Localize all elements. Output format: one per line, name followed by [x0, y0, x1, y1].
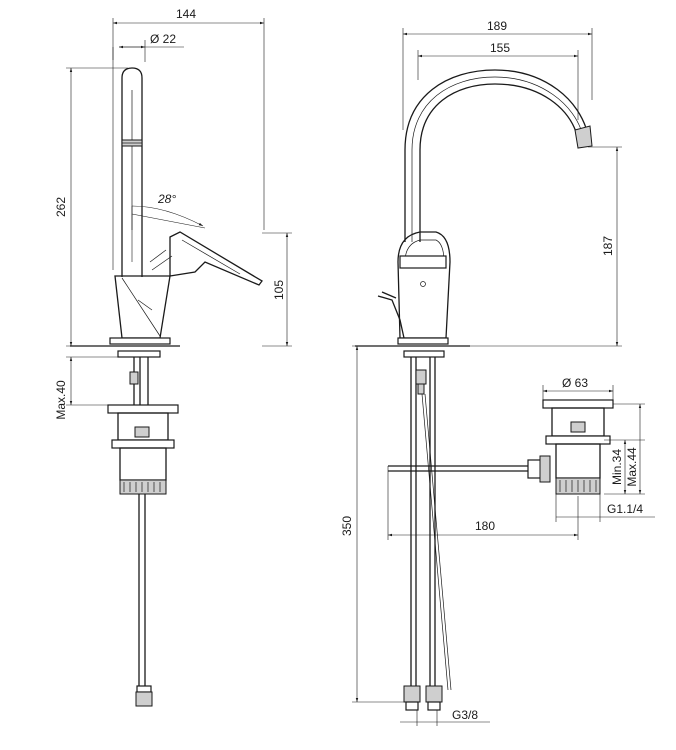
label-d22: Ø 22: [150, 32, 176, 46]
label-155: 155: [490, 41, 510, 55]
label-g38: G3/8: [452, 708, 478, 722]
front-view: [352, 28, 655, 726]
label-180: 180: [475, 519, 495, 533]
label-144: 144: [176, 7, 196, 21]
label-max40: Max.40: [54, 380, 68, 420]
label-262: 262: [54, 197, 68, 217]
label-187: 187: [601, 236, 615, 256]
label-105: 105: [272, 280, 286, 300]
label-28deg: 28°: [157, 192, 176, 206]
label-d63: Ø 63: [562, 376, 588, 390]
label-189: 189: [487, 19, 507, 33]
label-min34: Min.34: [610, 449, 624, 485]
label-max44: Max.44: [625, 447, 639, 487]
label-350: 350: [340, 516, 354, 536]
label-g114: G1.1/4: [607, 502, 643, 516]
side-view: [66, 18, 292, 707]
